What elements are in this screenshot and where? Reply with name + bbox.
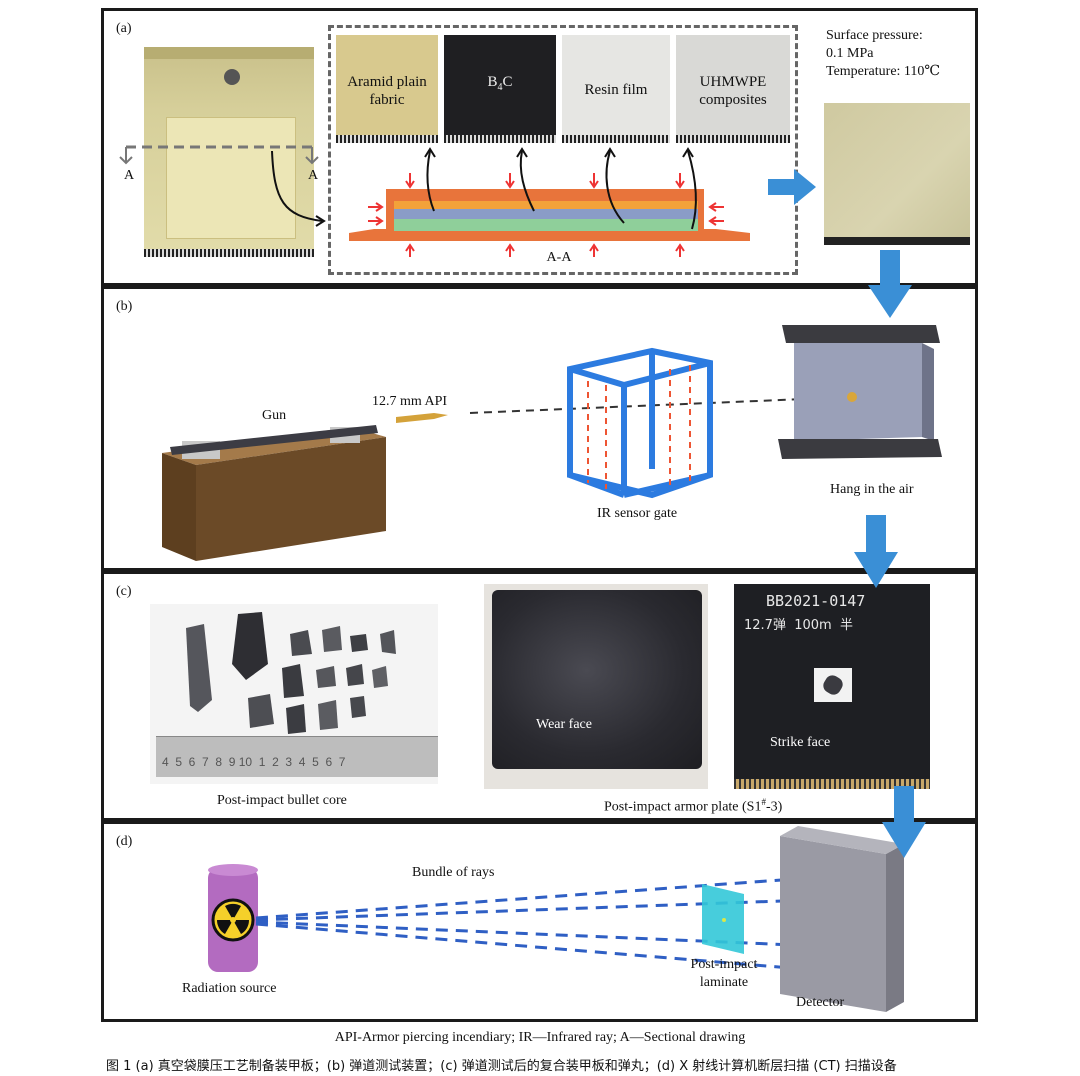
b4c-label-2: C: [502, 74, 513, 90]
section-arrow-left: [119, 147, 133, 165]
section-mark-right: A: [308, 168, 319, 183]
laminate-layer-bottom: [394, 219, 698, 231]
gun-label: Gun: [262, 408, 287, 423]
plate-caption-end: -3): [765, 799, 783, 815]
wear-face-label: Wear face: [536, 717, 592, 732]
target-plate: [794, 343, 922, 441]
target-clamp-top: [782, 325, 940, 343]
laminate-layer-top: [394, 201, 698, 209]
plate-caption-sup: #: [761, 797, 766, 807]
ray-bundle: [255, 872, 865, 976]
b4c-label-1: B: [487, 74, 498, 90]
gun-barrel: [170, 425, 378, 455]
wear-face-photo: Wear face: [484, 584, 708, 789]
material-resin-film: Resin film: [562, 35, 670, 143]
handwriting-2: 12.7弹 100m 半: [744, 618, 853, 633]
pressure-arrows: [368, 173, 724, 257]
panel-d: (d) Bundle of rays Radiation source Post…: [101, 821, 978, 1022]
bullet: [396, 413, 448, 423]
source-label: Radiation source: [182, 981, 277, 996]
conditions-line-1: Surface pressure:: [826, 28, 923, 43]
armor-plate-caption: Post-impact armor plate (S1#-3): [604, 794, 782, 816]
laminate-damage-point: [722, 918, 726, 922]
strike-face-photo: BB2021-0147 12.7弹 100m 半 Strike face: [734, 584, 930, 789]
b4c-subscript: 4: [497, 82, 503, 93]
panel-b-label: (b): [116, 299, 133, 314]
strike-face-label: Strike face: [770, 735, 831, 750]
radiation-trefoil: [216, 903, 250, 934]
aramid-label-1: Aramid plain: [347, 74, 427, 90]
ir-sensor-gate: [567, 347, 713, 499]
curved-pointer-arrow: [271, 150, 323, 222]
material-aramid: Aramid plain fabric: [336, 35, 438, 143]
target-label: Hang in the air: [830, 482, 914, 497]
laminate-label-1: Post-impact: [690, 957, 758, 972]
gun-stand-side: [196, 437, 386, 561]
aramid-label-2: fabric: [369, 92, 405, 108]
target-plate-side: [922, 343, 934, 441]
panel-a-graphics: [119, 145, 816, 257]
panel-d-graphics: [208, 826, 904, 1012]
detector-top: [780, 826, 904, 854]
bullet-core-caption: Post-impact bullet core: [217, 793, 347, 808]
pressed-plate-photo: [824, 103, 970, 245]
mm-ruler: 4 5 6 7 8 9 10 1 2 3 4 5 6 7: [156, 736, 438, 777]
target-clamp-bottom: [778, 439, 942, 459]
handwriting-1: BB2021-0147: [766, 592, 866, 610]
process-arrow-blue: [768, 169, 816, 205]
panel-d-label: (d): [116, 834, 133, 849]
bullet-fragments: [186, 612, 396, 734]
bullet-core-photo: 4 5 6 7 8 9 10 1 2 3 4 5 6 7: [150, 604, 438, 784]
conditions-line-2: 0.1 MPa: [826, 46, 874, 61]
panel-c-label: (c): [116, 584, 132, 599]
gate-label: IR sensor gate: [597, 506, 678, 521]
layer-pointer-arrows: [424, 147, 697, 230]
detector-side: [886, 844, 904, 1012]
vacuum-bag-photo: [144, 47, 314, 257]
section-mark-left: A: [124, 168, 135, 183]
conditions-line-3: Temperature: 110℃: [826, 64, 941, 79]
ir-beams: [587, 365, 691, 489]
detector-label: Detector: [796, 995, 845, 1010]
material-uhmwpe: UHMWPE composites: [676, 35, 790, 143]
trajectory-line: [469, 396, 853, 414]
plate-caption-main: Post-impact armor plate (S1: [604, 799, 762, 815]
uhmwpe-label-1: UHMWPE: [699, 74, 767, 90]
laminate-label-2: laminate: [699, 975, 749, 990]
resin-label: Resin film: [584, 82, 648, 98]
panel-b-graphics: [162, 325, 942, 561]
section-label: A-A: [546, 250, 572, 265]
projectile-label: 12.7 mm API: [372, 394, 448, 409]
section-arrow-right: [305, 147, 319, 165]
gun-stand-front: [162, 453, 196, 561]
panel-c: (c) 4 5 6 7 8 9 10 1 2 3 4 5 6 7 Post-im…: [101, 571, 978, 821]
figure-caption: 图 1 (a) 真空袋膜压工艺制备装甲板；(b) 弹道测试装置；(c) 弹道测试…: [106, 1059, 897, 1074]
detector-front: [780, 836, 886, 1012]
laminate-layer-mid: [394, 209, 698, 219]
layup-frame: [328, 25, 798, 275]
impact-point: [847, 392, 857, 402]
panel-a-label: (a): [116, 21, 132, 36]
panel-a: (a) A A Aramid plain fabric B4C Resin fil…: [101, 8, 978, 286]
rays-label: Bundle of rays: [412, 865, 495, 880]
ruler-numbers: 4 5 6 7 8 9 10 1 2 3 4 5 6 7: [162, 755, 346, 769]
footnote: API-Armor piercing incendiary; IR—Infrar…: [334, 1030, 746, 1045]
uhmwpe-label-2: composites: [699, 92, 767, 108]
panel-b: (b) Gun 1: [101, 286, 978, 571]
material-b4c: B4C: [444, 35, 556, 143]
